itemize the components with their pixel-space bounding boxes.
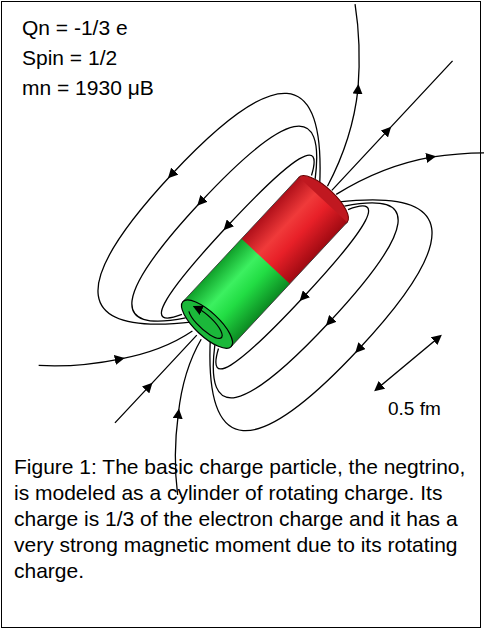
charge-value: Qn = -1/3 e bbox=[22, 16, 128, 40]
dimension-arrow bbox=[378, 338, 438, 388]
cylinder bbox=[175, 169, 356, 356]
spin-value: Spin = 1/2 bbox=[22, 46, 117, 70]
field-lines bbox=[15, 0, 484, 518]
magnetic-moment-value: mn = 1930 μB bbox=[22, 76, 154, 100]
figure-caption: Figure 1: The basic charge particle, the… bbox=[14, 454, 470, 584]
dimension-label: 0.5 fm bbox=[388, 398, 441, 420]
